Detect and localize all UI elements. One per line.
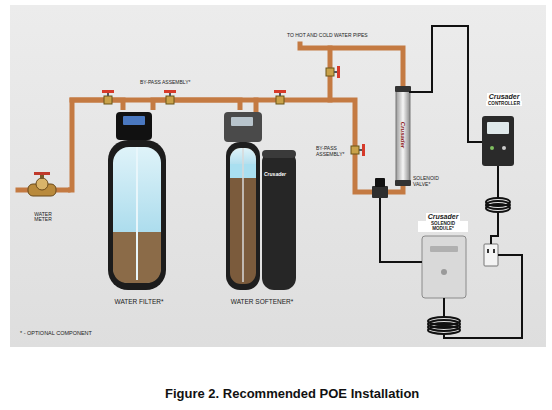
filter-display: [123, 116, 145, 125]
power-cords: [380, 26, 522, 338]
uv-bottom-cap: [395, 180, 411, 186]
uv-controller: CrusaderCONTROLLER: [476, 92, 532, 168]
solenoid-valve-cord: [380, 198, 422, 262]
valve-lever: [274, 90, 286, 93]
footnote: * - OPTIONAL COMPONENT: [20, 330, 92, 336]
softener-outlet-pipe: [254, 100, 259, 112]
pipe-connector: [68, 100, 123, 190]
meter-handle: [34, 172, 50, 175]
controller-device: [482, 116, 514, 166]
pipe-label: TO HOT AND COLD WATER PIPES: [287, 33, 368, 39]
brand-logo: Crusader: [400, 122, 407, 148]
ball-valve: [102, 90, 114, 104]
valve-body: [326, 68, 334, 76]
outlet-slot: [493, 249, 495, 253]
valve-lever: [102, 90, 114, 93]
valve-stem: [359, 149, 362, 151]
meter-stem: [40, 175, 44, 179]
solenoid-module: CrusaderSOLENOID MODULE*: [414, 212, 472, 302]
controller-led: [490, 146, 494, 150]
valve-stem: [107, 93, 109, 96]
cord-coil: [486, 204, 510, 212]
uv-chamber: [396, 88, 410, 184]
ball-valve: [351, 144, 365, 156]
brine-tank: [262, 150, 296, 290]
component-label: WATER FILTER*: [115, 298, 164, 305]
outlet-plate: [484, 244, 498, 266]
valve-body: [351, 146, 359, 154]
uv-sterilizer: [395, 86, 411, 186]
copper-pipes: [18, 44, 403, 192]
softener-head: [224, 112, 262, 142]
valve-lever: [362, 144, 365, 156]
water-meter: WATER METER: [18, 176, 68, 224]
module-plug-cord: [444, 255, 522, 338]
uv-lamp-cord: [409, 26, 482, 142]
wall-outlet: [484, 244, 498, 266]
figure-caption: Figure 2. Recommended POE Installation: [165, 386, 419, 401]
ball-valve: [164, 90, 176, 104]
filter-shell: [108, 140, 166, 290]
resin-bed: [230, 148, 256, 284]
controller-body: [482, 116, 514, 166]
ball-valve: [274, 90, 286, 104]
brand-logo: Crusader: [264, 172, 286, 178]
callout-label: BY-PASS ASSEMBLY*: [140, 80, 191, 86]
brine-lid: [262, 150, 296, 158]
valve-body: [104, 96, 112, 104]
resin-tank-shell: [226, 142, 260, 290]
filter-water: [113, 147, 161, 283]
callout-label: SOLENOID VALVE*: [413, 176, 443, 188]
controller-button: [502, 146, 506, 150]
controller-plug-cord: [491, 212, 498, 244]
water-meter: [28, 172, 56, 196]
brand-logo: Crusader: [487, 93, 522, 101]
water-filter-tank: [108, 112, 166, 290]
solenoid-valve-body: [372, 186, 388, 198]
module-panel: [430, 246, 458, 252]
solenoid-module-device: [422, 236, 466, 298]
component-label: WATER SOFTENER*: [231, 298, 293, 305]
resin-riser-tube: [242, 148, 244, 282]
ball-valve: [326, 66, 340, 78]
component-label: WATER METER: [30, 212, 56, 224]
water-filter: WATER FILTER*: [98, 110, 180, 306]
module-cord: [443, 298, 445, 317]
house-supply-pipe: [300, 44, 403, 88]
callout-label: BY-PASS ASSEMBLY*: [316, 146, 348, 158]
uv-top-cap: [395, 86, 411, 92]
valve-lever: [164, 90, 176, 93]
water-softener: WATER SOFTENER*: [218, 110, 306, 306]
controller-display: [487, 122, 509, 134]
component-label: SOLENOID MODULE*: [418, 221, 468, 232]
softener-display: [231, 117, 253, 126]
component-label: CONTROLLER: [486, 101, 522, 106]
solenoid-valve: [372, 178, 388, 198]
module-body: [422, 236, 466, 298]
filter-head: [116, 112, 152, 140]
outlet-slot: [487, 249, 489, 253]
valve-stem: [169, 93, 171, 96]
valve-stem: [334, 71, 337, 73]
filter-riser-tube: [136, 147, 138, 280]
valve-stem: [279, 93, 281, 96]
cord-coil: [428, 326, 460, 334]
water-softener: [224, 112, 296, 290]
controller-cord: [497, 166, 499, 198]
meter-dial: [36, 178, 48, 190]
valve-lever: [337, 66, 340, 78]
background-panel: [10, 5, 546, 347]
valve-body: [166, 96, 174, 104]
brand-logo: Crusader: [426, 213, 461, 221]
valve-body: [276, 96, 284, 104]
solenoid-coil: [375, 178, 385, 187]
module-light: [441, 269, 447, 275]
